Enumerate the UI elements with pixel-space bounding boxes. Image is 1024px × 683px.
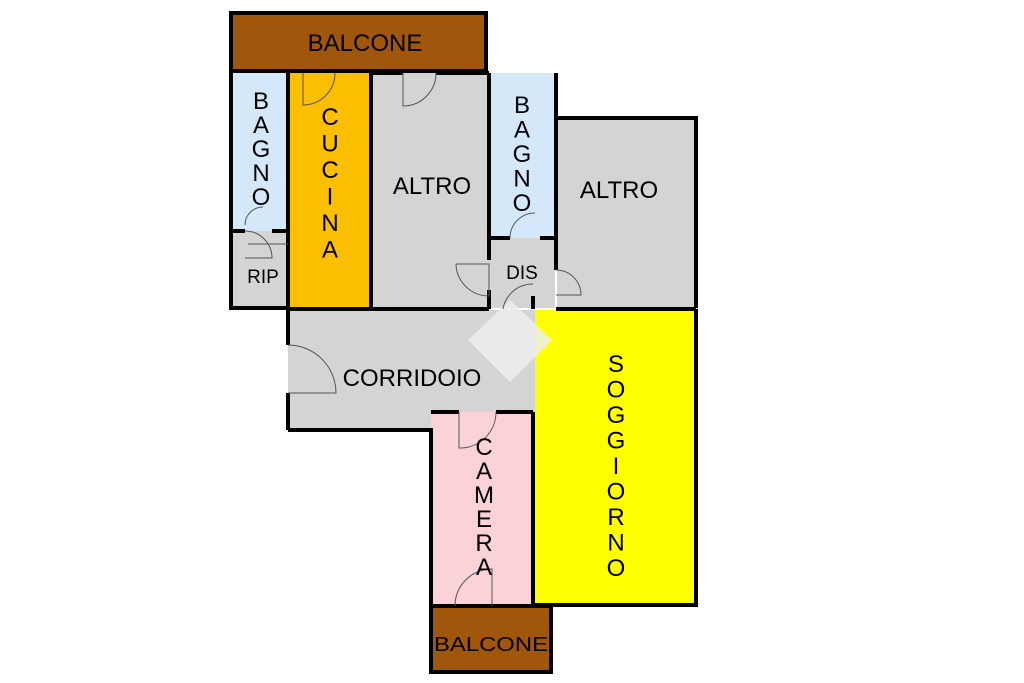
label-altro-left: ALTRO	[393, 173, 471, 200]
label-balcone-bottom: BALCONE	[434, 634, 548, 656]
label-dis: DIS	[506, 263, 538, 284]
watermark-house-icon	[468, 300, 552, 382]
walls	[229, 11, 698, 674]
room-dis[interactable]	[489, 238, 555, 308]
room-cucina[interactable]	[290, 73, 370, 308]
label-corridoio: CORRIDOIO	[343, 365, 482, 392]
room-bagno-right[interactable]	[489, 73, 555, 238]
doors	[244, 72, 582, 607]
room-camera[interactable]	[431, 412, 533, 605]
label-altro-right: ALTRO	[580, 177, 658, 204]
room-bagno-left[interactable]	[231, 73, 288, 231]
room-balcone-top[interactable]	[231, 13, 486, 71]
room-altro-left[interactable]	[372, 73, 489, 308]
room-altro-right[interactable]	[557, 118, 696, 308]
label-balcone-top: BALCONE	[308, 30, 423, 57]
label-rip: RIP	[247, 267, 279, 288]
room-soggiorno[interactable]	[535, 310, 696, 605]
room-balcone-bottom[interactable]	[431, 607, 551, 672]
